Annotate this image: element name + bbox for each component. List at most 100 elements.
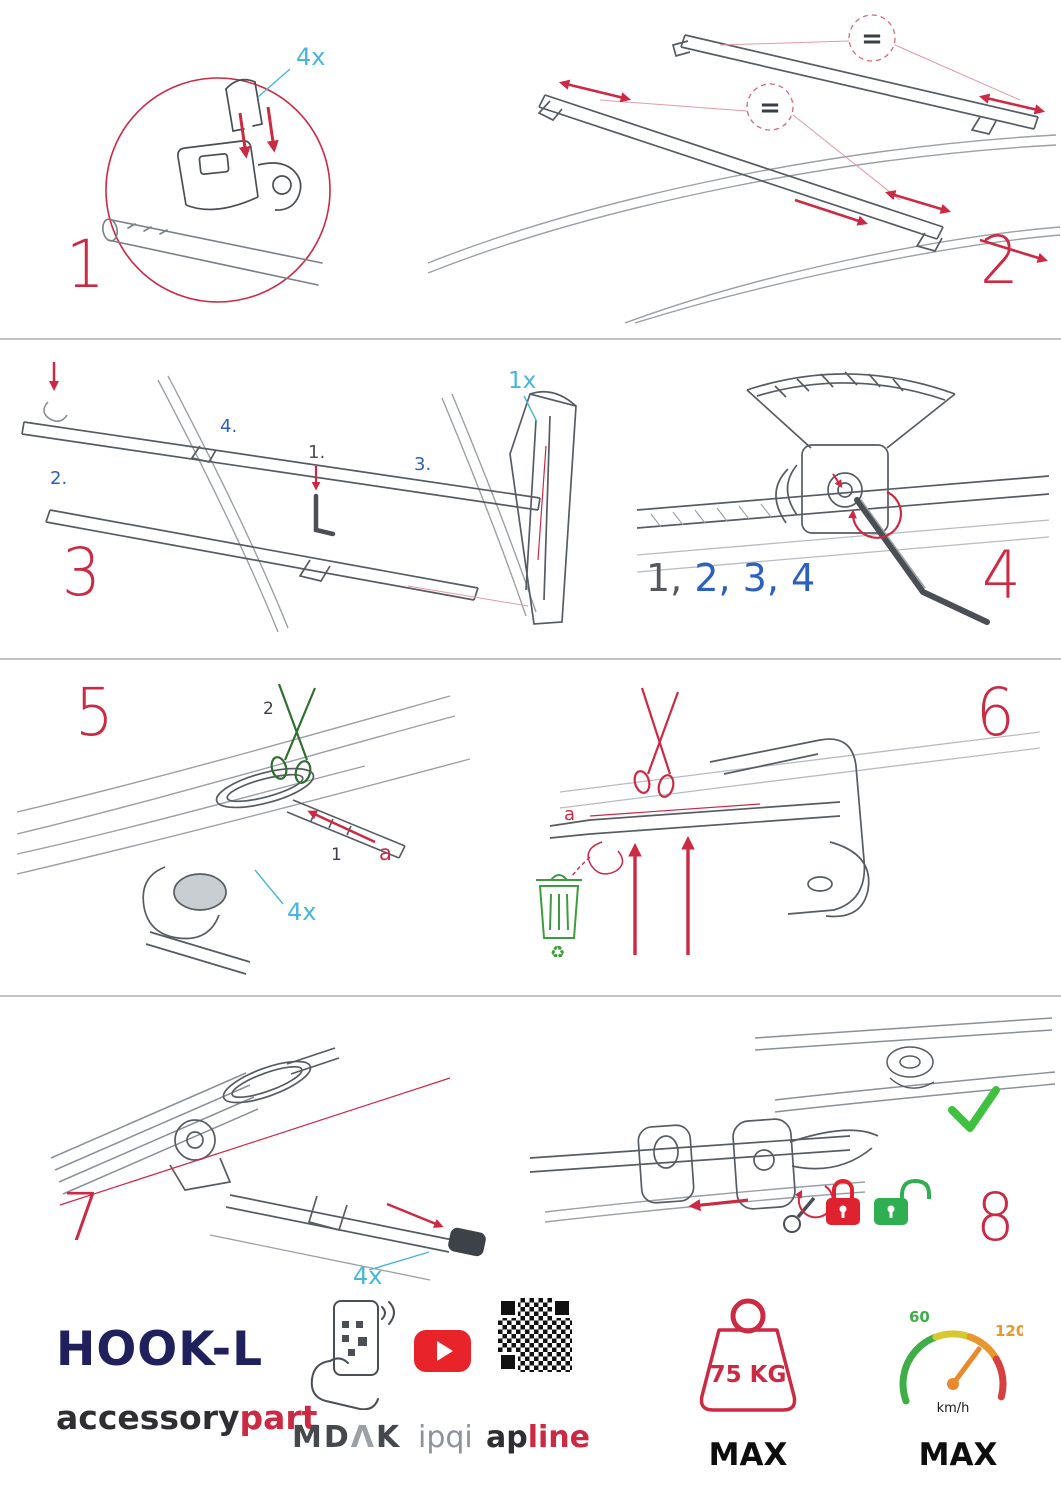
roof-rails (427, 134, 1060, 324)
foot-leg-part (509, 390, 577, 625)
equal-sign-bottom: = (759, 93, 781, 123)
rotate-arrow (794, 1185, 834, 1219)
step-2-illustration: = = (427, 14, 1060, 324)
insert-cap-arrow (386, 1202, 444, 1228)
step-8-number: 8 (976, 1179, 1015, 1256)
clamp-right-hook (732, 1118, 879, 1210)
roof-rails (157, 375, 537, 633)
phone-qr-scan-icon (310, 1300, 395, 1410)
foot-bracket (709, 738, 870, 918)
slide-arrow (688, 1198, 749, 1212)
step-1-illustration: 4x (102, 43, 331, 303)
roof-lines (636, 519, 1050, 573)
step-8-illustration (529, 1017, 1056, 1233)
step-6-number: 6 (976, 674, 1015, 751)
lock-open-icon (874, 1178, 931, 1225)
slot-line (537, 445, 547, 561)
insert-arrows (238, 106, 279, 159)
crossbars-frame (21, 421, 541, 601)
step3-qty-label: 1x (508, 368, 536, 394)
qty-pointer-line (257, 68, 291, 98)
clamp-detail (169, 1119, 232, 1191)
mdak-k: K (375, 1420, 402, 1455)
rubber-pad-piece (225, 78, 263, 132)
crossbar (636, 475, 1050, 529)
mdak-md: MD (292, 1420, 351, 1455)
youtube-icon (414, 1330, 471, 1372)
pointer-line (407, 585, 529, 607)
allen-key-icon (313, 493, 336, 537)
insert-step-label: 1 (331, 845, 342, 865)
discard-line (571, 856, 591, 877)
sequence-rest: 2, 3, 4 (682, 556, 816, 600)
gauge-high-label: 120 (995, 1322, 1023, 1340)
top-assembly (754, 1017, 1056, 1113)
phone-screen-qr (342, 1321, 367, 1356)
target-arrow (832, 473, 843, 488)
trash-bin-icon (536, 874, 582, 939)
step-3-number: 3 (62, 534, 101, 611)
strap-a-label: a (564, 804, 575, 825)
sight-line (59, 1077, 451, 1206)
roof-edge (16, 695, 471, 875)
key-icon (783, 1196, 816, 1233)
logo-apline: apline (486, 1420, 590, 1455)
crossbar-tube (102, 218, 323, 286)
apline-line: line (527, 1420, 590, 1455)
qr-finder-pattern (552, 1298, 572, 1318)
scissors-icon (270, 683, 317, 784)
equal-spacing-markers: = = (746, 14, 896, 131)
allen-key-icon (854, 497, 990, 625)
step-5-illustration: 2 1 a 4x (16, 683, 471, 975)
crossbar-rear (671, 34, 1039, 135)
gauge-max-label: MAX (918, 1437, 998, 1473)
cut-step-label: 2 (263, 699, 274, 719)
strap-a-label: a (379, 841, 392, 865)
section-divider (0, 995, 1061, 997)
scissors-icon (633, 687, 680, 798)
qr-finder-pattern (498, 1352, 518, 1372)
max-weight-icon: 75 KG (699, 1298, 797, 1412)
clamp-body (775, 444, 889, 534)
speedometer-icon: 60 120 km/h (899, 1308, 1023, 1416)
guide-lines (599, 40, 1021, 201)
sequence-done: 1, (646, 556, 683, 600)
callout-1: 1. (308, 442, 325, 463)
step-2-number: 2 (980, 222, 1019, 299)
qr-finder-pattern (498, 1298, 518, 1318)
main-rail (529, 1135, 866, 1223)
step7-qty-label: 4x (353, 1262, 382, 1290)
qr-code (495, 1295, 575, 1375)
step1-qty-label: 4x (296, 43, 325, 71)
recycle-icon: ♻ (550, 943, 565, 963)
checkmark-icon (948, 1086, 1000, 1132)
qty-pointer-line (254, 869, 284, 905)
magnifier-circle (105, 77, 331, 303)
rail-opening (215, 767, 315, 809)
cut-strap-curl (587, 841, 624, 875)
step-4-sequence: 1, 2, 3, 4 (646, 556, 815, 600)
callout-4: 4. (220, 416, 237, 437)
rotate-arrow (848, 491, 903, 539)
gauge-needle (950, 1346, 982, 1387)
brand-logo: accessorypart (56, 1398, 317, 1437)
brand-red: part (239, 1398, 318, 1437)
gauge-unit-label: km/h (937, 1401, 970, 1416)
clamp-body (177, 140, 302, 211)
section-divider (0, 338, 1061, 340)
qty-pointer-line (368, 1251, 430, 1271)
equal-sign-top: = (861, 24, 883, 54)
gauge-low-label: 60 (909, 1308, 930, 1326)
brand-black: accessory (56, 1398, 240, 1437)
step-7-number: 7 (62, 1179, 101, 1256)
bar-end-cap-assembly (209, 1194, 454, 1281)
rail-opening (222, 1047, 340, 1104)
strap-line (589, 803, 761, 817)
adjust-arrows (558, 79, 1048, 263)
clamp-left (637, 1124, 695, 1204)
clamp-under-roof (142, 866, 251, 975)
callout-2: 2. (50, 468, 67, 489)
weight-max-label: MAX (708, 1437, 788, 1473)
mdak-lambda: Λ (350, 1420, 376, 1455)
rail-profile (50, 1072, 259, 1195)
